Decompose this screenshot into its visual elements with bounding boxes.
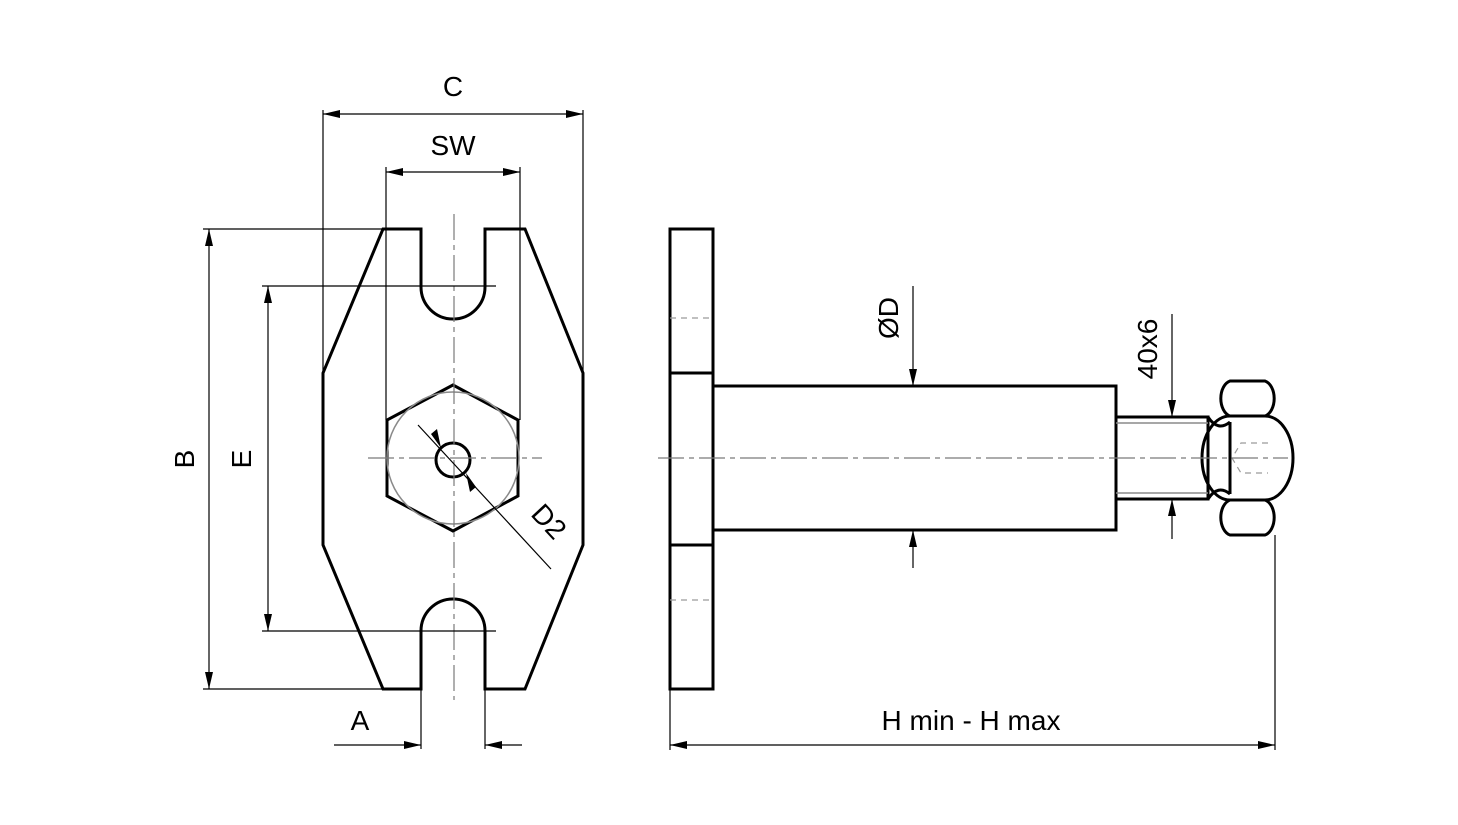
dimension-od: ØD <box>873 286 917 568</box>
bore-hole <box>434 441 472 479</box>
dimension-od-label: ØD <box>873 297 904 339</box>
dimension-sw-label: SW <box>430 130 476 161</box>
front-view <box>321 214 585 700</box>
dimension-thread-label: 40x6 <box>1132 319 1163 380</box>
dimension-thread: 40x6 <box>1132 314 1176 539</box>
dimension-h-label: H min - H max <box>882 705 1061 736</box>
dimension-a-label: A <box>351 705 370 736</box>
flange-plate <box>668 227 715 691</box>
front-view-body-outline <box>321 227 585 691</box>
neck-groove <box>1206 416 1232 500</box>
dimension-h: H min - H max <box>669 535 1276 750</box>
side-view <box>658 227 1295 691</box>
dimension-b: B <box>169 228 383 690</box>
hex-nut-outline <box>385 383 520 533</box>
dimension-e-label: E <box>226 450 257 469</box>
hex-head-outline <box>1200 379 1295 537</box>
dimension-b-label: B <box>169 450 200 469</box>
dimension-a: A <box>334 689 522 749</box>
dimension-c-label: C <box>443 71 463 102</box>
dimension-c: C <box>322 71 584 373</box>
dimension-d2-label: D2 <box>525 498 572 545</box>
dimension-sw: SW <box>385 130 521 420</box>
dimension-e: E <box>226 285 496 632</box>
